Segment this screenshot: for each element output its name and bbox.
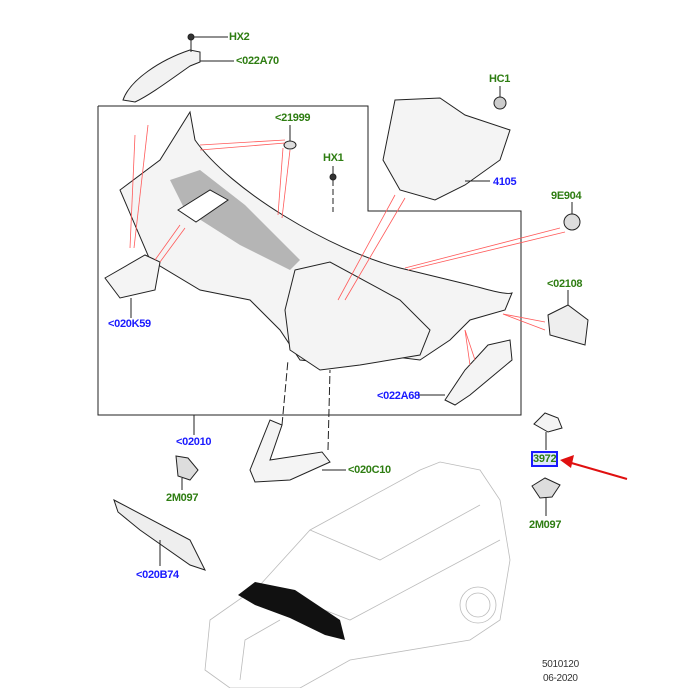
callout-hx1[interactable]: HX1 bbox=[323, 152, 344, 164]
callout-3972-selected[interactable]: 3972 bbox=[530, 451, 559, 467]
part-02108 bbox=[547, 304, 589, 346]
callout-022a70[interactable]: <022A70 bbox=[236, 55, 279, 67]
assembly-outline bbox=[97, 105, 522, 416]
callout-020b74[interactable]: <020B74 bbox=[136, 569, 179, 581]
callout-hc1[interactable]: HC1 bbox=[489, 73, 511, 85]
leader-lines bbox=[129, 124, 566, 366]
diagram-number: 5010120 bbox=[542, 659, 579, 670]
callout-02108[interactable]: <02108 bbox=[547, 278, 583, 290]
callout-hx2[interactable]: HX2 bbox=[229, 31, 250, 43]
clip-9e904 bbox=[563, 213, 581, 231]
vehicle-illustration bbox=[204, 461, 511, 688]
callout-9e904[interactable]: 9E904 bbox=[551, 190, 582, 202]
cover-020k59 bbox=[104, 254, 161, 299]
callout-21999[interactable]: <21999 bbox=[275, 112, 311, 124]
callout-020k59[interactable]: <020K59 bbox=[108, 318, 151, 330]
callout-02010[interactable]: <02010 bbox=[176, 436, 212, 448]
callout-2m097-right[interactable]: 2M097 bbox=[529, 519, 562, 531]
diagram-date: 06-2020 bbox=[543, 673, 578, 684]
panel-4105 bbox=[382, 97, 511, 201]
callout-2m097-left[interactable]: 2M097 bbox=[166, 492, 199, 504]
callout-022a68[interactable]: <022A68 bbox=[377, 390, 420, 402]
bracket-020c10 bbox=[249, 419, 331, 483]
bracket-020b74 bbox=[113, 498, 206, 571]
clip-2m097-left bbox=[175, 455, 199, 481]
cowl-highlight-on-vehicle bbox=[238, 582, 345, 640]
clip-hc1 bbox=[493, 96, 507, 110]
bracket-022a68 bbox=[444, 339, 513, 406]
cap-3972 bbox=[533, 412, 563, 433]
panel-center bbox=[284, 261, 431, 371]
clip-2m097-right bbox=[531, 477, 561, 499]
callout-020c10[interactable]: <020C10 bbox=[348, 464, 391, 476]
bracket-022a70 bbox=[122, 49, 201, 103]
callout-4105[interactable]: 4105 bbox=[493, 176, 517, 188]
highlight-arrow bbox=[560, 455, 628, 480]
